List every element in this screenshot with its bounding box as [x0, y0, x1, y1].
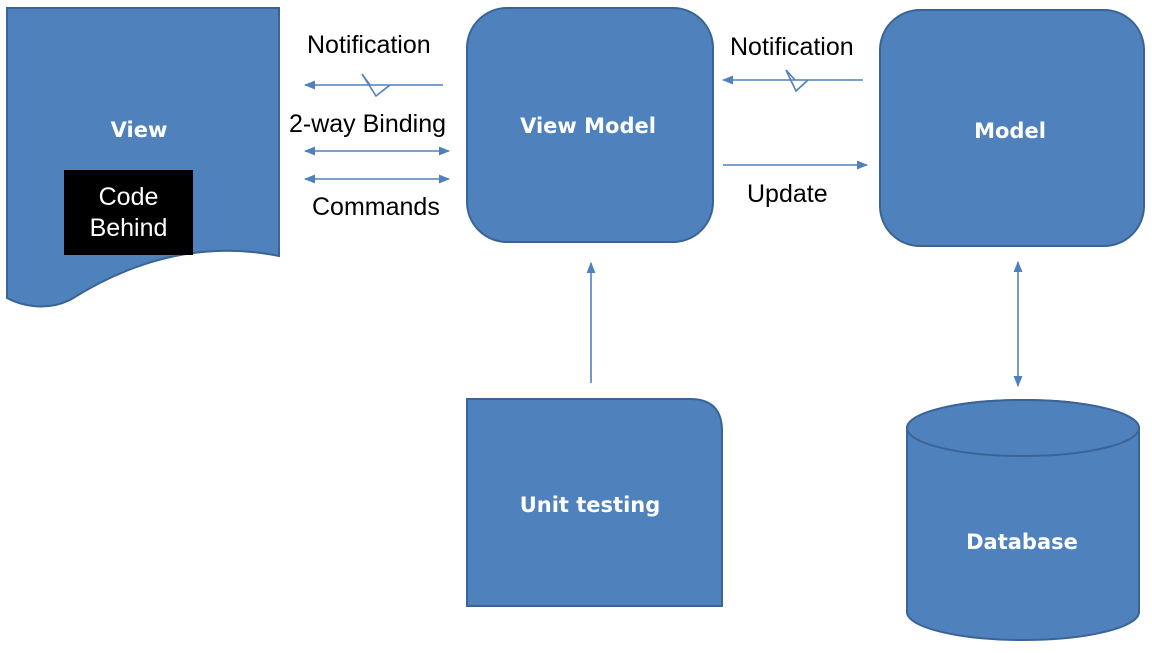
notification-arrow-right — [721, 69, 863, 93]
unit-testing-label: Unit testing — [519, 493, 661, 517]
unit-testing-shape — [466, 398, 723, 607]
database-label: Database — [966, 530, 1078, 554]
commands-label: Commands — [312, 193, 440, 221]
model-label: Model — [974, 119, 1046, 143]
notification-label-left: Notification — [307, 31, 431, 59]
code-behind-box: Code Behind — [64, 170, 193, 255]
model-shape — [879, 9, 1145, 247]
view-model-shape — [466, 7, 714, 243]
notification-arrow-left — [303, 73, 443, 98]
view-shape — [6, 7, 280, 308]
database-top-ellipse — [906, 399, 1140, 457]
update-label: Update — [747, 180, 828, 208]
code-behind-line-1: Code — [98, 182, 159, 211]
code-behind-line-2: Behind — [89, 213, 168, 242]
notification-label-right: Notification — [730, 33, 854, 61]
view-label: View — [110, 118, 168, 142]
view-model-label: View Model — [520, 114, 656, 138]
binding-label: 2-way Binding — [289, 110, 447, 138]
